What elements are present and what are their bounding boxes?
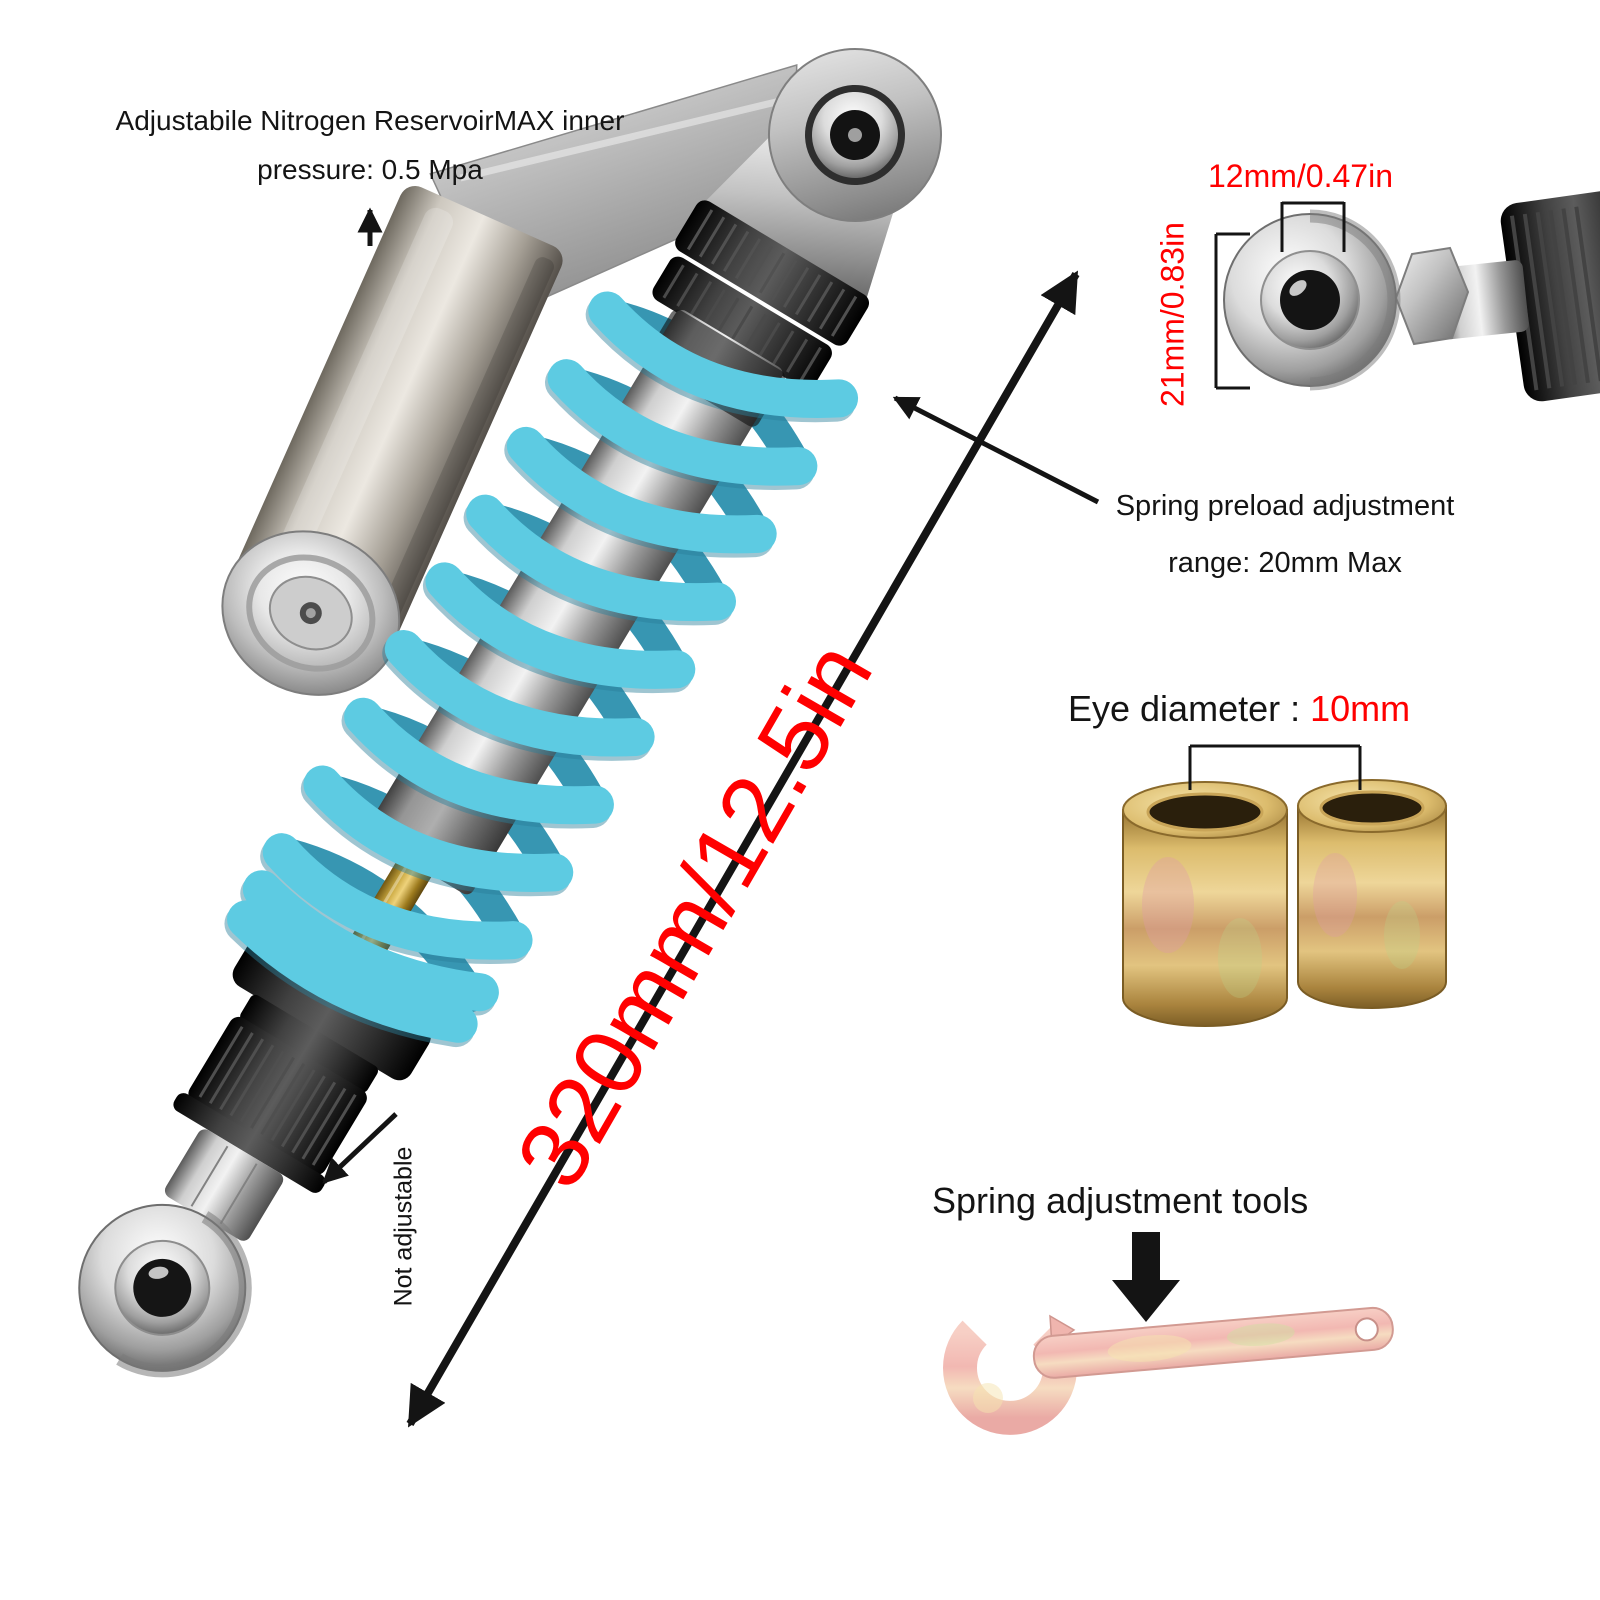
wrench-hole <box>1354 1317 1379 1342</box>
detail-dimension-brackets <box>1214 201 1346 390</box>
reservoir-note-line1: Adjustabile Nitrogen ReservoirMAX inner <box>115 105 625 136</box>
upper-eye-mount <box>768 48 942 222</box>
not-adjustable-arrow <box>322 1112 398 1184</box>
wrench-handle <box>1032 1306 1394 1379</box>
lower-hex-nut <box>164 1129 284 1241</box>
bushing-spacers <box>1122 744 1447 1027</box>
tools-label: Spring adjustment tools <box>932 1180 1309 1221</box>
detail-hex-collar <box>1394 246 1470 346</box>
length-dimension-arrow <box>406 270 1080 1428</box>
tools-arrow <box>1112 1232 1180 1322</box>
preload-note-line2: range: 20mm Max <box>1168 546 1402 579</box>
detail-width-dimension: 12mm/0.47in <box>1208 158 1393 194</box>
bushing-right <box>1297 779 1447 1009</box>
eye-detail-closeup <box>1214 187 1600 402</box>
reservoir-note: Adjustabile Nitrogen ReservoirMAX inner … <box>80 96 660 194</box>
bushing-left-hole <box>1146 792 1264 832</box>
lower-eye-hole <box>133 1258 192 1317</box>
eye-diameter-label: Eye diameter : 10mm <box>1068 688 1410 730</box>
bushing-left <box>1122 781 1288 1027</box>
not-adjustable-label: Not adjustable <box>389 1146 418 1307</box>
detail-height-dimension: 21mm/0.83in <box>1154 222 1191 407</box>
preload-note: Spring preload adjustment range: 20mm Ma… <box>1095 478 1475 591</box>
detail-eye-hole <box>1280 270 1340 330</box>
eye-diameter-value: 10mm <box>1310 688 1411 729</box>
spanner-wrench <box>943 1306 1394 1435</box>
annotation-arrows <box>322 207 1180 1428</box>
preload-note-line1: Spring preload adjustment <box>1115 490 1455 522</box>
preload-arrow <box>892 395 1100 505</box>
eye-diameter-bracket <box>1188 744 1362 790</box>
lower-eye-mount <box>78 1203 252 1378</box>
eye-diameter-text: Eye diameter : <box>1068 688 1311 729</box>
reservoir-note-line2: pressure: 0.5 Mpa <box>257 154 483 185</box>
bushing-right-hole <box>1319 790 1425 826</box>
upper-clevis <box>699 135 895 307</box>
